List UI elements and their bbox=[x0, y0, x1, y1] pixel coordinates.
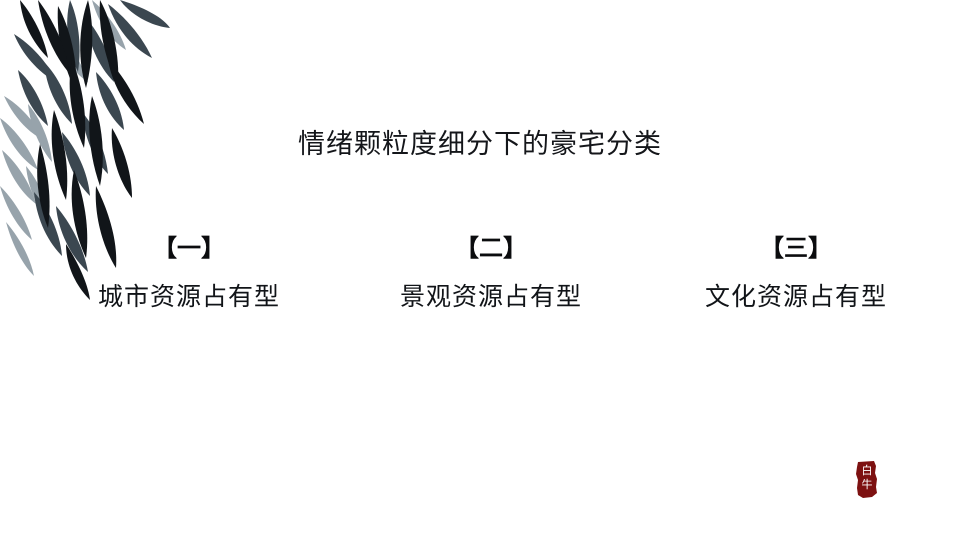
page-title: 情绪颗粒度细分下的豪宅分类 bbox=[298, 129, 662, 160]
seal-char-bottom: 牛 bbox=[862, 477, 873, 491]
category-marker-1: 【一】 bbox=[153, 233, 225, 262]
category-column-1: 【一】 城市资源占有型 bbox=[38, 233, 340, 313]
red-seal-stamp-icon: 白 牛 bbox=[855, 461, 879, 498]
category-label-2: 景观资源占有型 bbox=[399, 282, 582, 311]
seal-char-top: 白 bbox=[862, 463, 873, 477]
category-column-3: 【三】 文化资源占有型 bbox=[645, 233, 947, 313]
category-label-3: 文化资源占有型 bbox=[704, 282, 887, 311]
category-column-2: 【二】 景观资源占有型 bbox=[340, 233, 642, 313]
category-marker-3: 【三】 bbox=[760, 233, 832, 262]
category-marker-2: 【二】 bbox=[455, 233, 527, 262]
category-columns: 【一】 城市资源占有型 【二】 景观资源占有型 【三】 文化资源占有型 bbox=[0, 233, 960, 313]
category-label-1: 城市资源占有型 bbox=[97, 282, 280, 311]
